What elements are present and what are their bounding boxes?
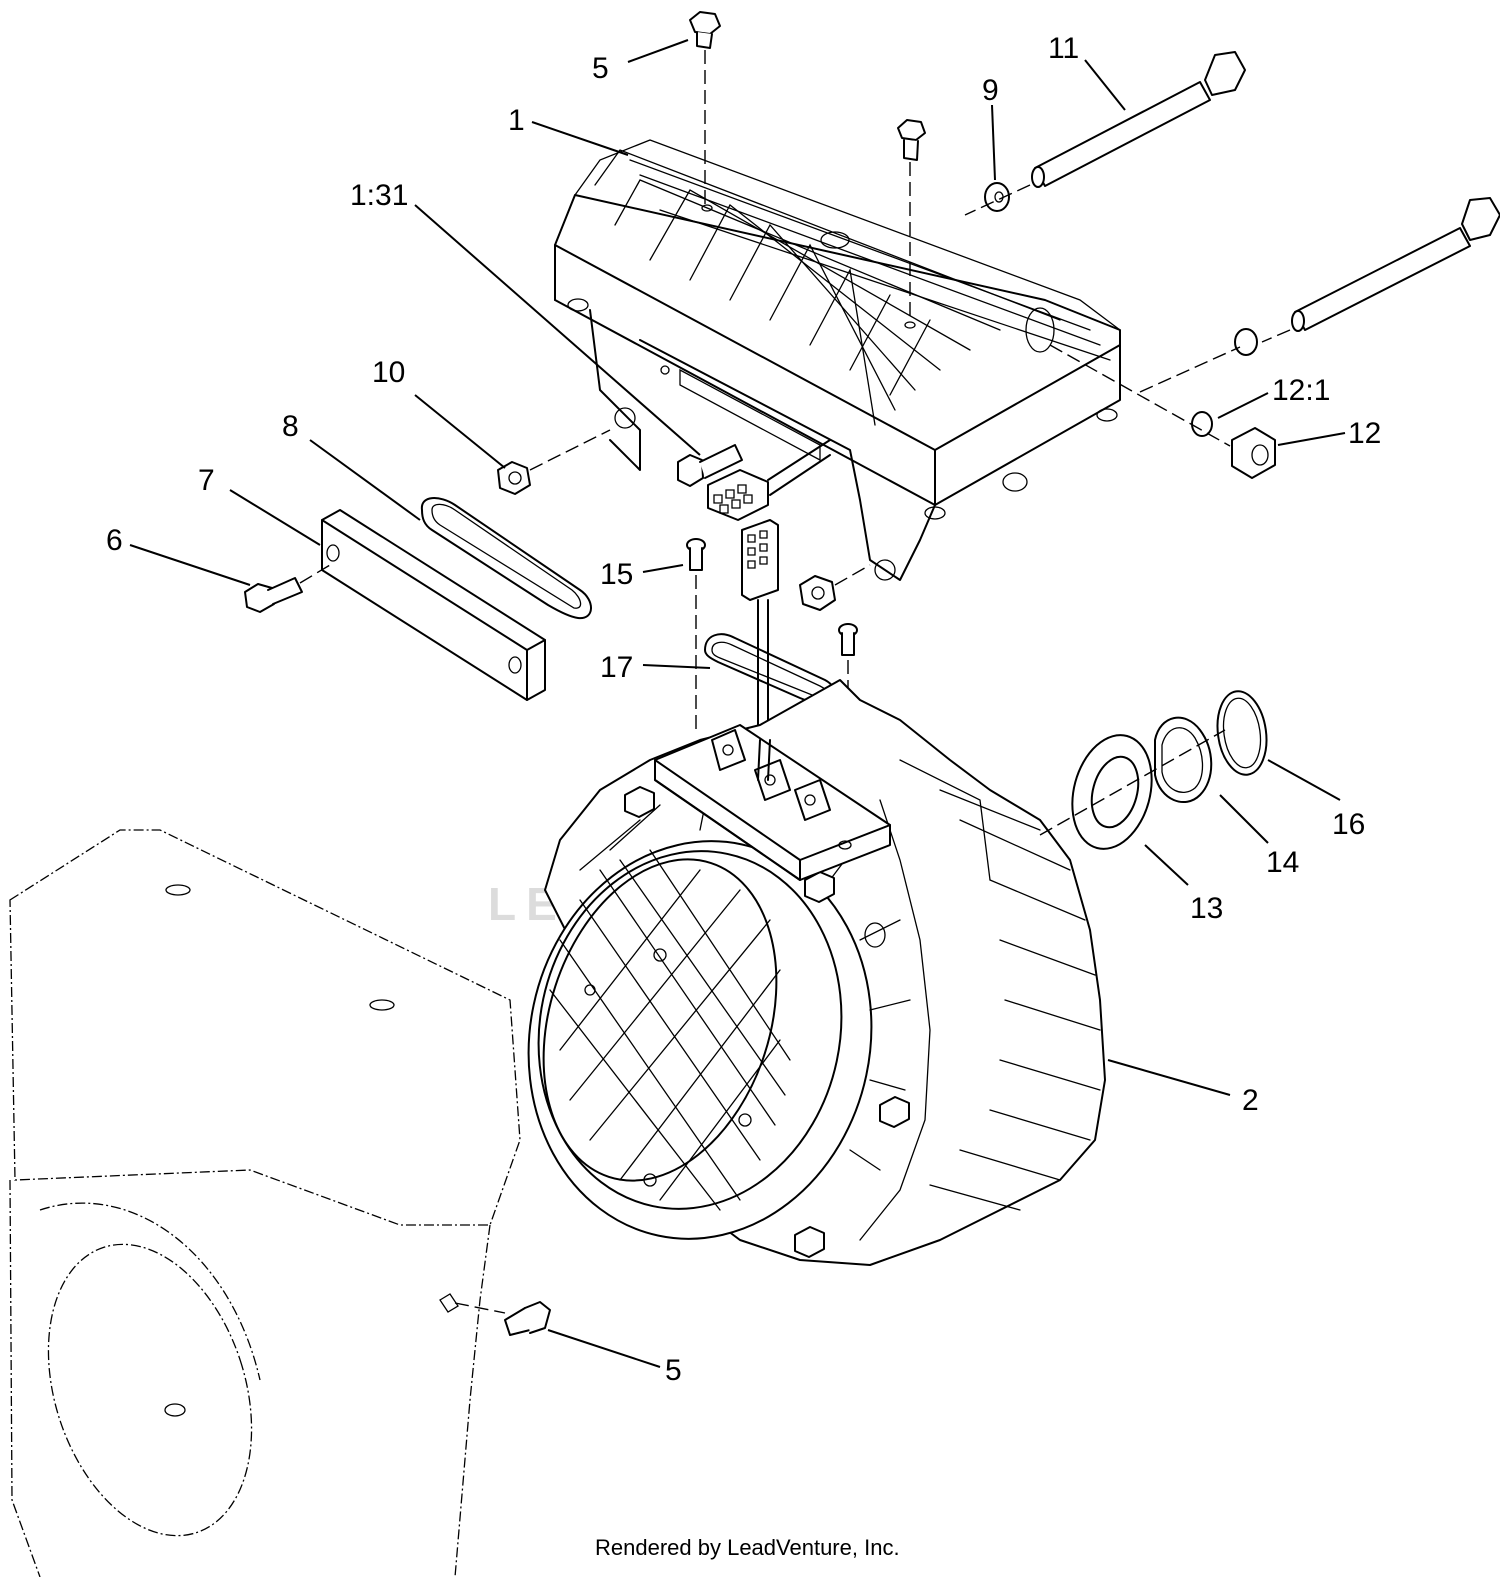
seal-13 — [1071, 734, 1153, 850]
label-6: 6 — [106, 524, 123, 557]
o-ring-12-1 — [1191, 411, 1213, 437]
bolt-5-top — [689, 11, 721, 212]
bolt-lower-long — [1234, 197, 1500, 356]
screw-15-left — [686, 538, 706, 735]
label-1: 1 — [508, 104, 525, 137]
label-2: 2 — [1242, 1084, 1259, 1117]
bolt-6 — [244, 564, 331, 613]
label-12-1: 12:1 — [1272, 374, 1330, 407]
engine-housing-ghost — [9, 829, 521, 1577]
controller-heatsink — [554, 139, 1121, 581]
label-15: 15 — [600, 558, 633, 591]
label-16: 16 — [1332, 808, 1365, 841]
bolt-center-top — [897, 119, 926, 329]
bolt-11 — [964, 51, 1246, 216]
label-5-bottom: 5 — [665, 1354, 682, 1387]
bolt-5-bottom — [454, 1301, 551, 1336]
label-17: 17 — [600, 651, 633, 684]
label-12: 12 — [1348, 417, 1381, 450]
label-9: 9 — [982, 74, 999, 107]
label-14: 14 — [1266, 846, 1299, 879]
label-13: 13 — [1190, 892, 1223, 925]
connector-controller — [707, 439, 831, 521]
label-7: 7 — [198, 464, 215, 497]
nut-lower — [799, 564, 871, 611]
plate-7 — [321, 509, 546, 701]
bolt-1-31 — [677, 444, 743, 487]
ring-14 — [1154, 716, 1213, 804]
motor-body — [527, 679, 1106, 1266]
label-5-top: 5 — [592, 52, 609, 85]
footer-credit: Rendered by LeadVenture, Inc. — [595, 1535, 900, 1560]
nut-10 — [497, 429, 611, 495]
label-1-31: 1:31 — [350, 179, 408, 212]
plug-12 — [1049, 344, 1276, 479]
snap-ring-16 — [1216, 690, 1268, 776]
screen-mesh — [549, 849, 791, 1211]
label-8: 8 — [282, 410, 299, 443]
label-10: 10 — [372, 356, 405, 389]
gasket-8 — [420, 497, 592, 620]
label-11: 11 — [1048, 32, 1079, 65]
